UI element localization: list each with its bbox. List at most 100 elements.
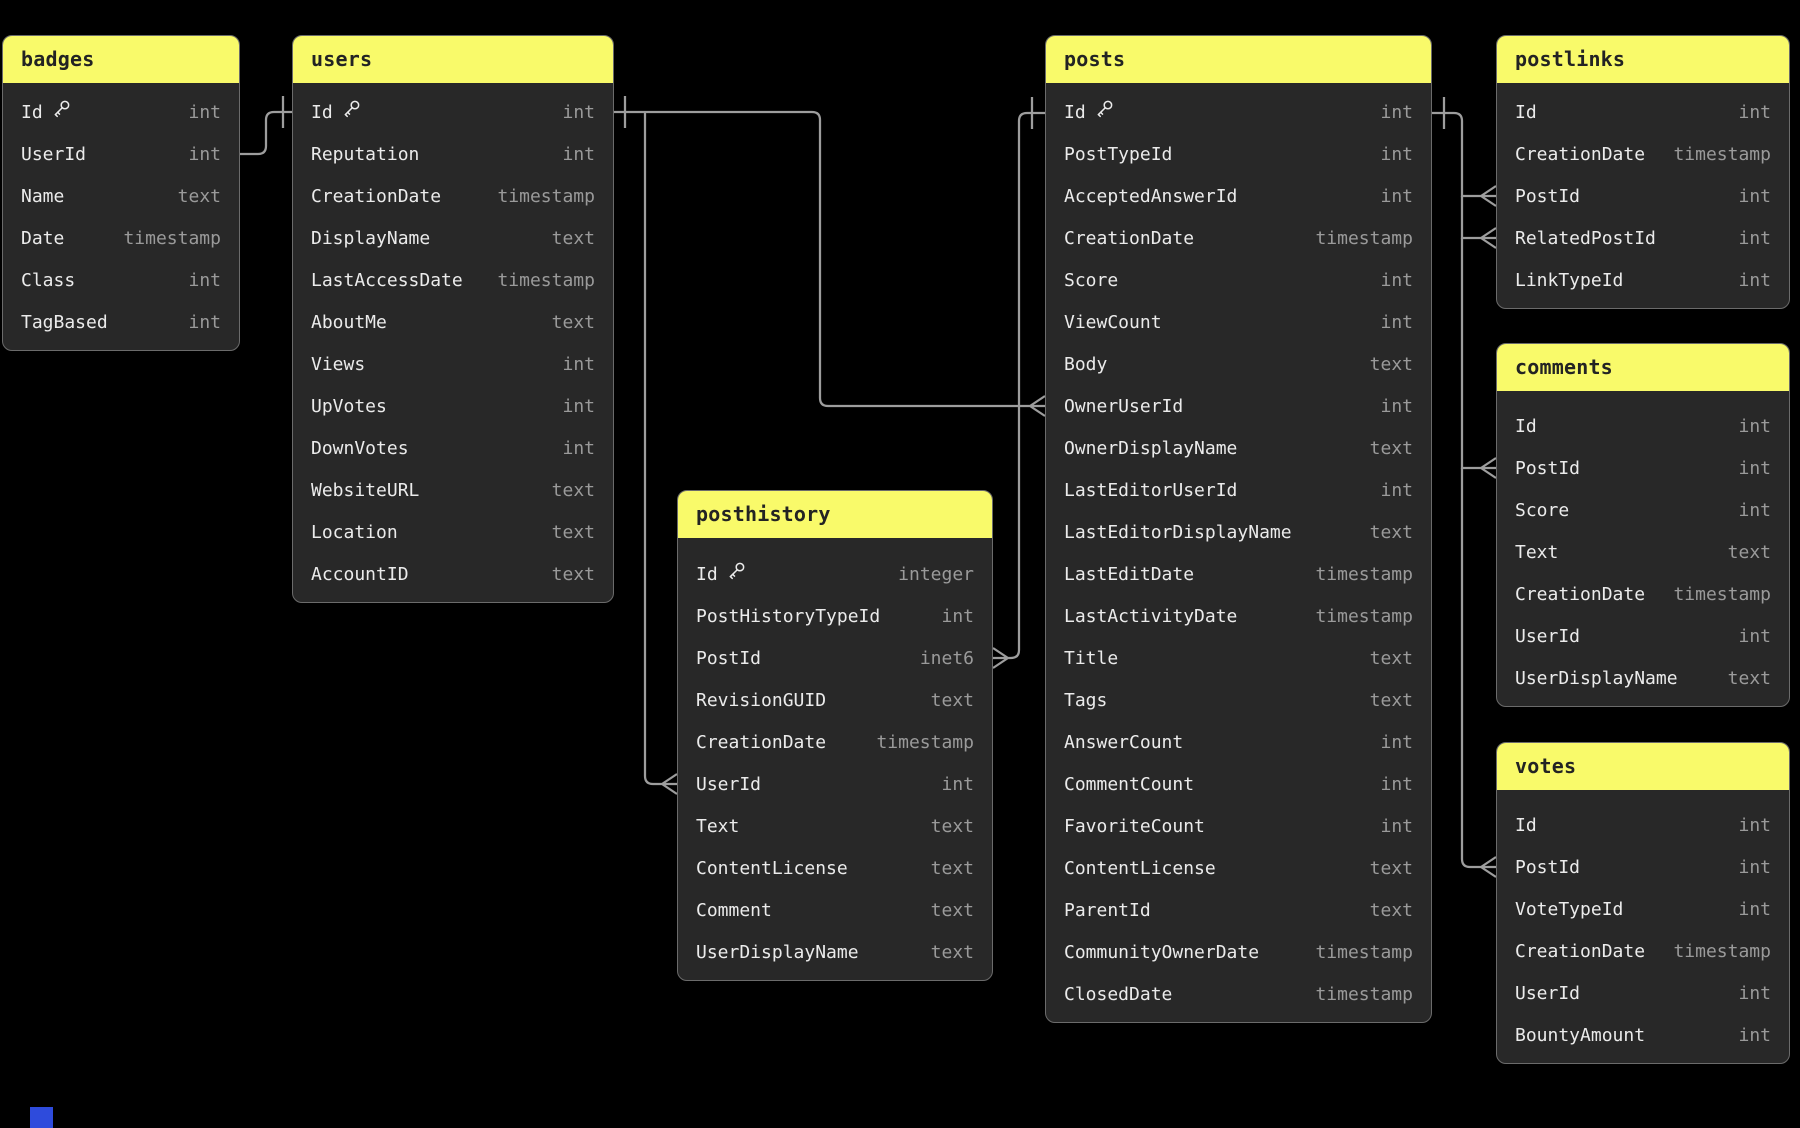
field-name: Class (21, 270, 76, 291)
table-comments-header[interactable]: comments (1497, 344, 1789, 391)
table-badges-header[interactable]: badges (3, 36, 239, 83)
field-name: Date (21, 228, 65, 249)
field-name: DisplayName (311, 228, 431, 249)
field-type: text (930, 942, 974, 963)
field-type: int (1738, 416, 1771, 437)
table-users-header[interactable]: users (293, 36, 613, 83)
field-name: PostHistoryTypeId (696, 606, 881, 627)
field-name: ViewCount (1064, 312, 1162, 333)
field-name: PostId (696, 648, 762, 669)
field-name: AnswerCount (1064, 732, 1184, 753)
table-postlinks-header[interactable]: postlinks (1497, 36, 1789, 83)
field-type: text (1369, 648, 1413, 669)
table-votes-header[interactable]: votes (1497, 743, 1789, 790)
field-name: Text (696, 816, 740, 837)
field-name: Body (1064, 354, 1108, 375)
field-name: CreationDate (696, 732, 827, 753)
field-name: OwnerUserId (1064, 396, 1184, 417)
field-name: LastEditDate (1064, 564, 1195, 585)
field-name: Score (1515, 500, 1570, 521)
field-name: CreationDate (1515, 584, 1646, 605)
table-posthistory-header[interactable]: posthistory (678, 491, 992, 538)
table-posts-header[interactable]: posts (1046, 36, 1431, 83)
